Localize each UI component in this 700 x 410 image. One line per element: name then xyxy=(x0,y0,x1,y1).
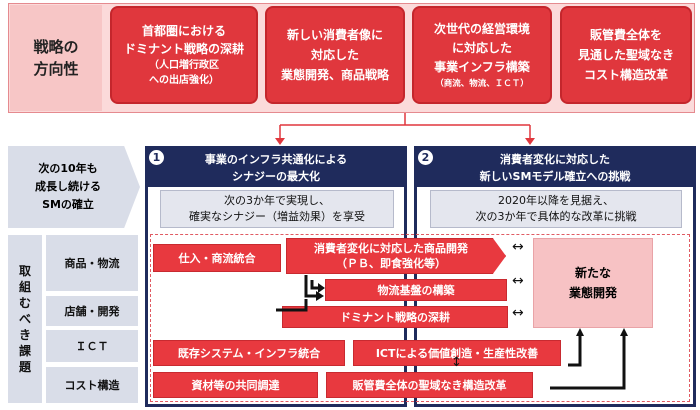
number-2-icon: 2 xyxy=(418,150,433,165)
strategy-box-main: 次世代の経営環境 に対応した 事業インフラ構築 xyxy=(433,21,530,74)
double-arrow-icon: ↔ xyxy=(512,273,524,289)
sm-chevron: 次の10年も 成長し続ける SMの確立 xyxy=(8,146,140,228)
row-label-tenpo: 店舗・開発 xyxy=(46,296,138,326)
panel-1-desc-text: 次の3か年で実現し、 確実なシナジー（増益効果）を享受 xyxy=(189,194,365,223)
elbow-arrow-icon xyxy=(568,333,582,367)
strategy-box-main: 販管費全体を 見通した聖域なき コスト構造改革 xyxy=(577,28,674,82)
item-aratana: 新たな 業態開発 xyxy=(533,238,653,328)
tasks-label: 取 組 む べ き 課 題 xyxy=(8,235,42,403)
panel-2 xyxy=(414,146,696,407)
double-arrow-icon: ↔ xyxy=(512,239,524,255)
item-kizon: 既存システム・インフラ統合 xyxy=(153,340,345,366)
row-label-shohin: 商品・物流 xyxy=(46,235,138,291)
panel-1 xyxy=(145,146,407,407)
panel-2-desc-text: 2020年以降を見据え、 次の3か年で具体的な改革に挑戦 xyxy=(475,194,637,223)
updown-arrow-icon: ↕ xyxy=(451,355,462,370)
panel-2-title: 消費者変化に対応した 新しいSMモデル確立への挑戦 xyxy=(479,153,631,183)
number-1-text: 1 xyxy=(152,151,161,164)
strategy-box-main: 首都圏における ドミナント戦略の深耕 xyxy=(123,24,244,56)
tasks-label-text: 取 組 む べ き 課 題 xyxy=(18,264,31,374)
row-label-cost: コスト構造 xyxy=(46,367,138,403)
strategy-box-cost: 販管費全体を 見通した聖域なき コスト構造改革 xyxy=(560,6,692,104)
strategy-box-main: 新しい消費者像に 対応した 業態開発、商品戦略 xyxy=(280,28,389,82)
row-label-ict: ＩＣＴ xyxy=(46,330,138,362)
item-shohin-text: 消費者変化に対応した商品開発 （ＰＢ、即食強化等） xyxy=(314,242,468,270)
strategy-box-sub: （人口増行政区 への出店強化） xyxy=(149,60,219,86)
arrow-down-right-icon xyxy=(525,138,535,145)
item-ict: ICTによる価値創造・生産性改善 xyxy=(353,340,561,366)
strategy-box-consumer: 新しい消費者像に 対応した 業態開発、商品戦略 xyxy=(265,6,405,104)
panel-1-desc: 次の3か年で実現し、 確実なシナジー（増益効果）を享受 xyxy=(160,190,394,228)
item-aratana-text: 新たな 業態開発 xyxy=(568,266,617,300)
panel-2-desc: 2020年以降を見据え、 次の3か年で具体的な改革に挑戦 xyxy=(430,190,682,228)
elbow-arrow-icon xyxy=(304,275,316,298)
sm-label: 次の10年も 成長し続ける SMの確立 xyxy=(35,162,101,211)
item-shiire: 仕入・商流統合 xyxy=(153,244,281,272)
item-dominant: ドミナント戦略の深耕 xyxy=(282,306,508,328)
number-1-icon: 1 xyxy=(149,150,164,165)
double-arrow-icon: ↔ xyxy=(512,305,524,321)
item-shizai: 資材等の共同調達 xyxy=(153,372,318,398)
item-butsuryu: 物流基盤の構築 xyxy=(325,279,507,301)
strategy-box-dominant: 首都圏における ドミナント戦略の深耕 （人口増行政区 への出店強化） xyxy=(110,6,258,104)
strategy-box-infra: 次世代の経営環境 に対応した 事業インフラ構築 （商流、物流、ＩＣＴ） xyxy=(412,6,552,104)
strategy-label: 戦略の 方向性 xyxy=(10,5,102,111)
number-2-text: 2 xyxy=(421,151,430,164)
panel-1-header: 事業のインフラ共通化による シナジーの最大化 xyxy=(148,149,404,187)
tasks-frame xyxy=(150,234,690,402)
item-shohin: 消費者変化に対応した商品開発 （ＰＢ、即食強化等） xyxy=(286,238,506,274)
arrow-down-left-icon xyxy=(275,138,285,145)
panel-1-title: 事業のインフラ共通化による シナジーの最大化 xyxy=(204,153,348,183)
panel-2-header: 消費者変化に対応した 新しいSMモデル確立への挑戦 xyxy=(417,149,693,187)
strategy-box-sub: （商流、物流、ＩＣＴ） xyxy=(435,78,529,89)
item-hankanhi: 販管費全体の聖域なき構造改革 xyxy=(326,372,533,398)
